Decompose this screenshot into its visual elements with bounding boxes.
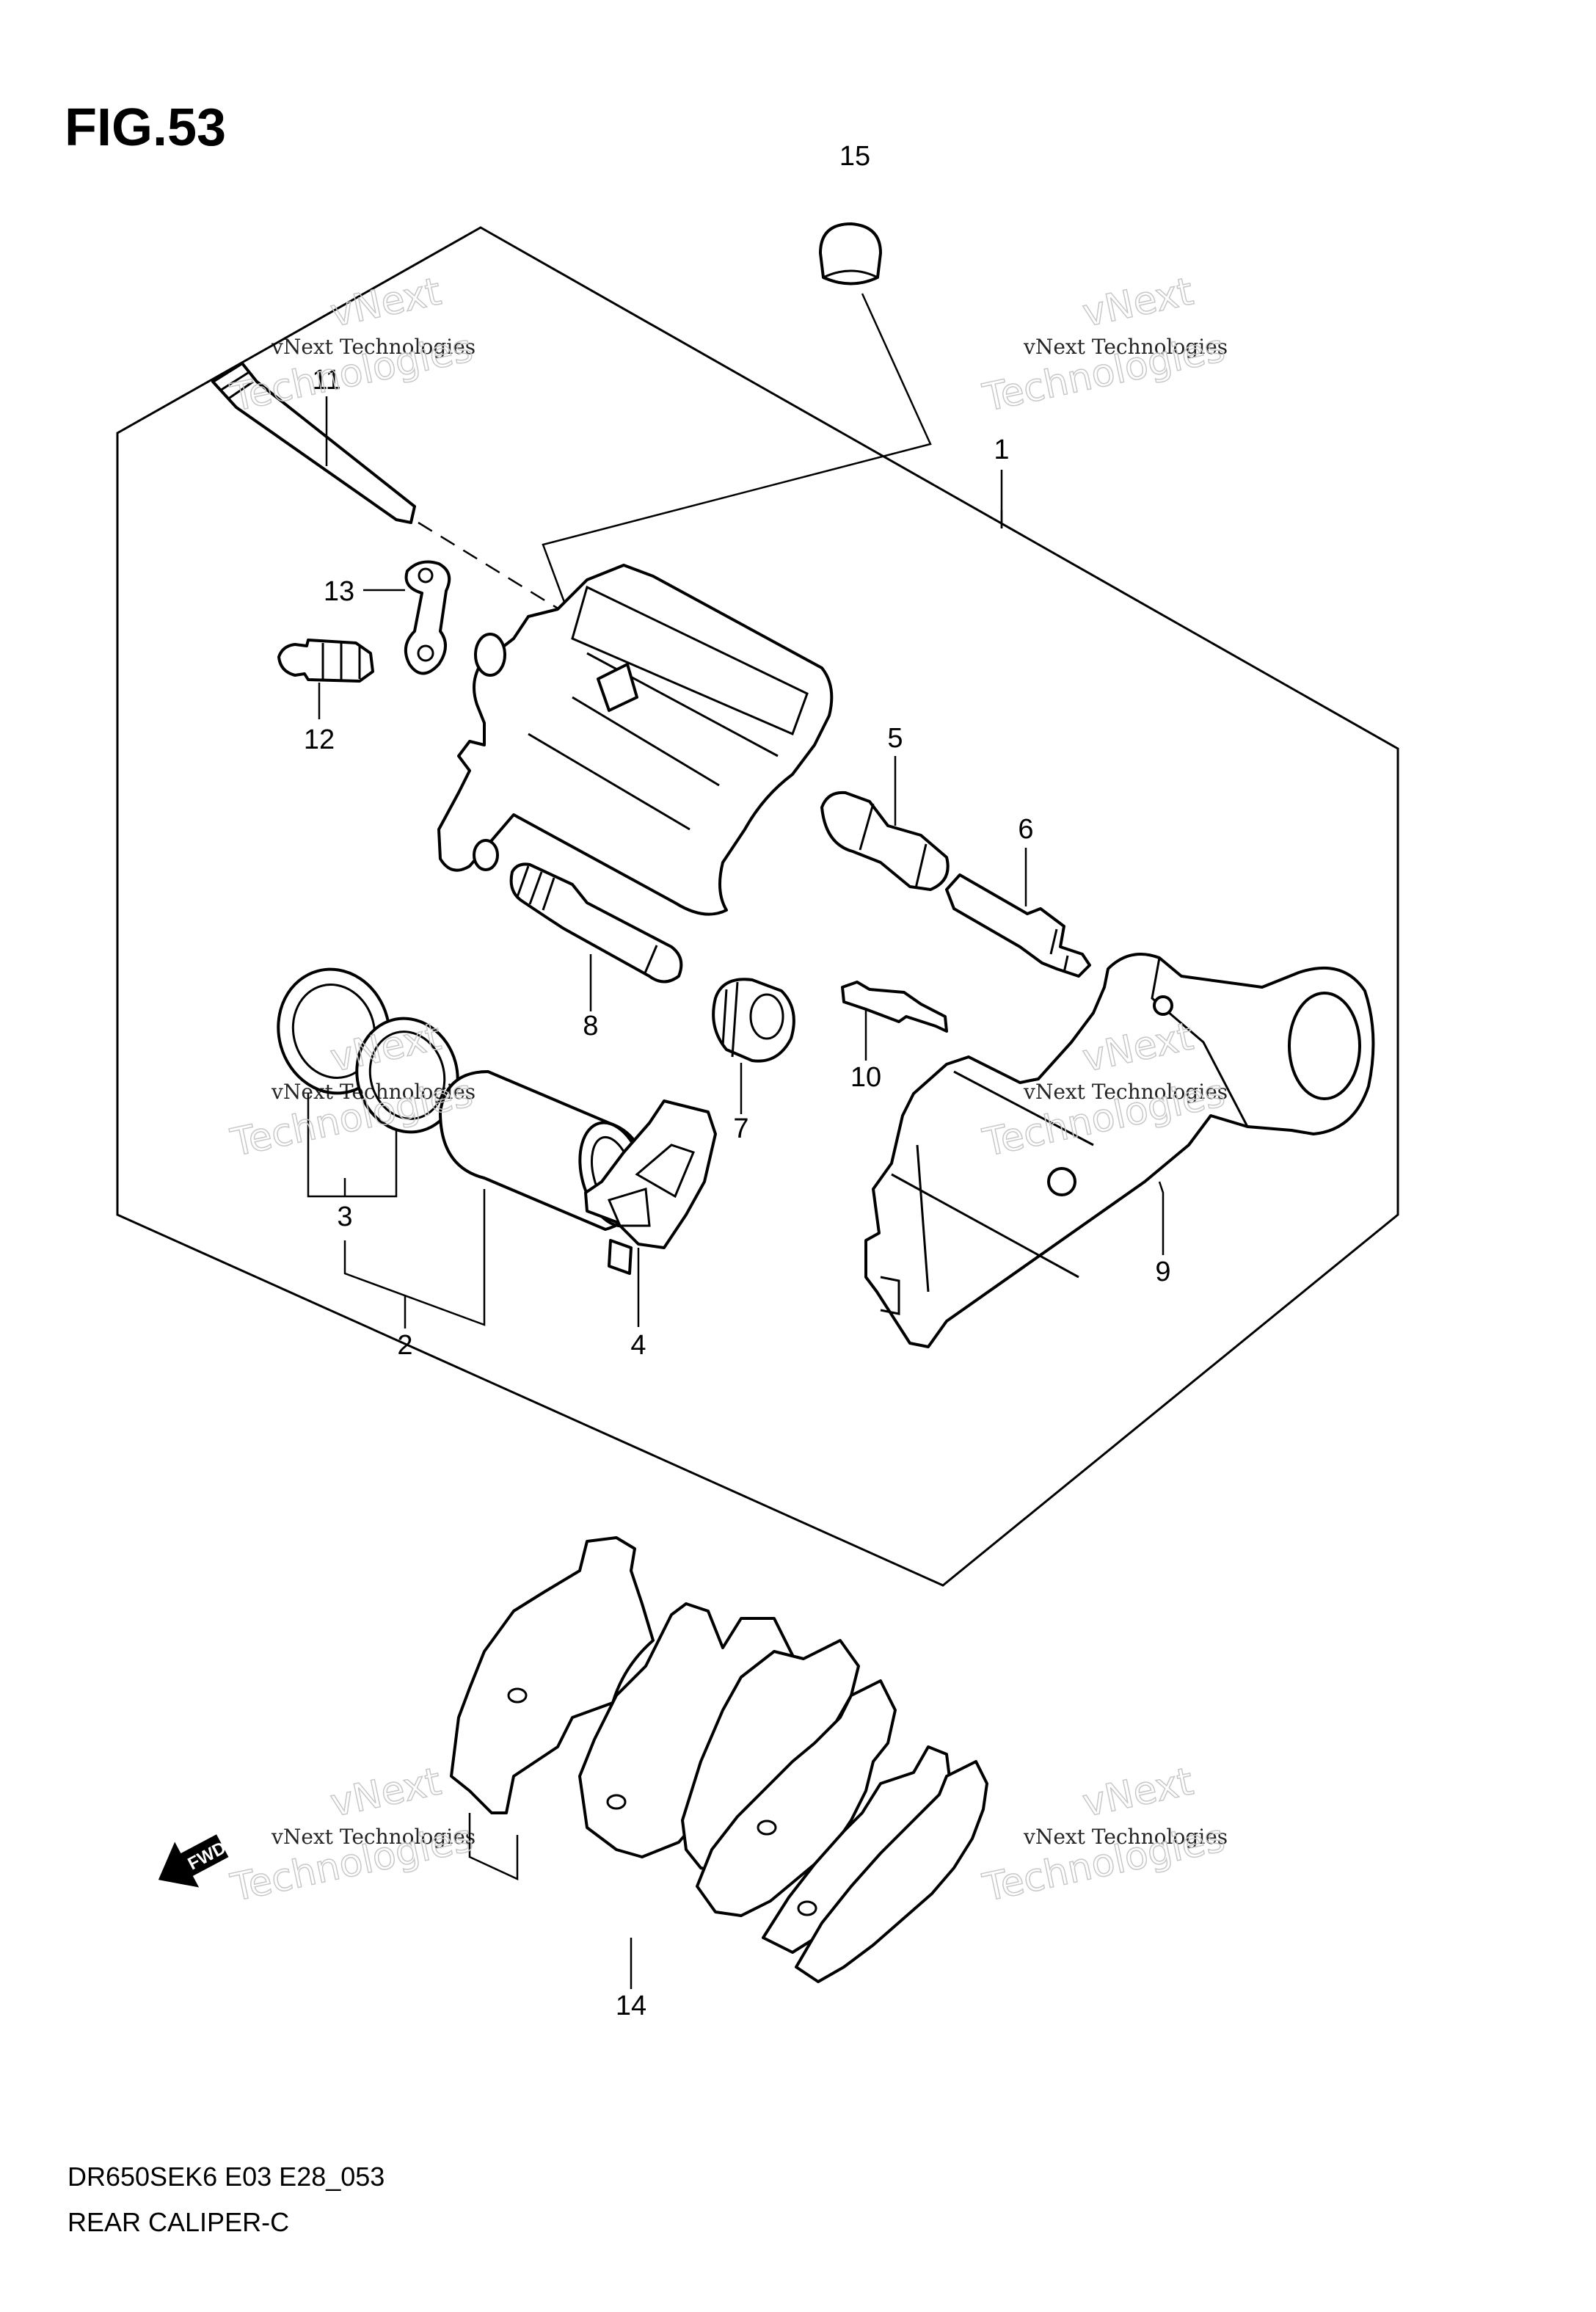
callout-1: 1 xyxy=(994,435,1009,465)
watermark-text: vNext Technologies xyxy=(271,335,475,359)
watermark-text: vNext Technologies xyxy=(1023,1825,1228,1849)
watermark-text: vNext Technologies xyxy=(1023,335,1228,359)
watermark-outline-1: vNext xyxy=(327,269,445,335)
callout-8: 8 xyxy=(583,1011,598,1042)
watermark-top-left: vNext Technologies vNext Technologies xyxy=(227,269,478,421)
callout-12: 12 xyxy=(304,724,335,755)
part-8-slide-pin xyxy=(509,862,683,984)
watermark-bottom-left: vNext Technologies vNext Technologies xyxy=(227,1759,478,1911)
leader-14 xyxy=(468,1813,519,1880)
callout-14: 14 xyxy=(616,1991,646,2021)
part-4-shim xyxy=(584,1099,717,1275)
callout-7: 7 xyxy=(733,1113,748,1144)
callout-13: 13 xyxy=(324,576,354,607)
part-3-seals xyxy=(277,967,459,1134)
watermark-top-right: vNext Technologies vNext Technologies xyxy=(979,269,1230,421)
leader-9 xyxy=(1158,1181,1165,1255)
part-7-boot xyxy=(712,978,795,1063)
callout-10: 10 xyxy=(850,1062,881,1093)
leader-2 xyxy=(343,1189,486,1326)
part-12-bleeder xyxy=(277,639,374,683)
part-14-brake-pads xyxy=(450,1536,988,1983)
watermark-outline-1: vNext xyxy=(1079,1759,1197,1825)
callout-6: 6 xyxy=(1018,814,1033,845)
watermark-outline-1: vNext xyxy=(1079,269,1197,335)
fwd-arrow-icon: FWD xyxy=(158,1834,230,1888)
part-11-pin xyxy=(211,362,416,524)
model-code: DR650SEK6 E03 E28_053 xyxy=(68,2162,385,2192)
watermark-bottom-right: vNext Technologies vNext Technologies xyxy=(979,1759,1230,1911)
part-6-bolt xyxy=(945,873,1091,978)
callout-11: 11 xyxy=(312,365,340,396)
part-10-spring xyxy=(841,981,948,1033)
watermark-text: vNext Technologies xyxy=(271,1825,475,1849)
watermark-text: vNext Technologies xyxy=(271,1080,475,1104)
callout-15: 15 xyxy=(839,141,870,172)
figure-title: FIG.53 xyxy=(65,98,226,157)
callout-9: 9 xyxy=(1155,1257,1170,1287)
pin-axis xyxy=(418,521,569,617)
watermark-outline-1: vNext xyxy=(327,1759,445,1825)
part-9-bracket xyxy=(864,953,1375,1348)
part-15-cap xyxy=(819,222,882,286)
part-5-sleeve xyxy=(820,790,950,891)
callout-3: 3 xyxy=(337,1202,352,1232)
part-13-clip xyxy=(404,560,451,675)
part-1-caliper-body xyxy=(437,564,834,916)
callout-5: 5 xyxy=(887,723,903,754)
figure-caption: REAR CALIPER-C xyxy=(68,2207,289,2237)
callout-4: 4 xyxy=(630,1330,646,1361)
watermark-text: vNext Technologies xyxy=(1023,1080,1228,1104)
leader-3 xyxy=(307,1094,398,1198)
callout-2: 2 xyxy=(397,1330,412,1361)
watermark-mid-left: vNext Technologies vNext Technologies xyxy=(227,1014,478,1166)
assembly-outline xyxy=(116,226,1399,1587)
